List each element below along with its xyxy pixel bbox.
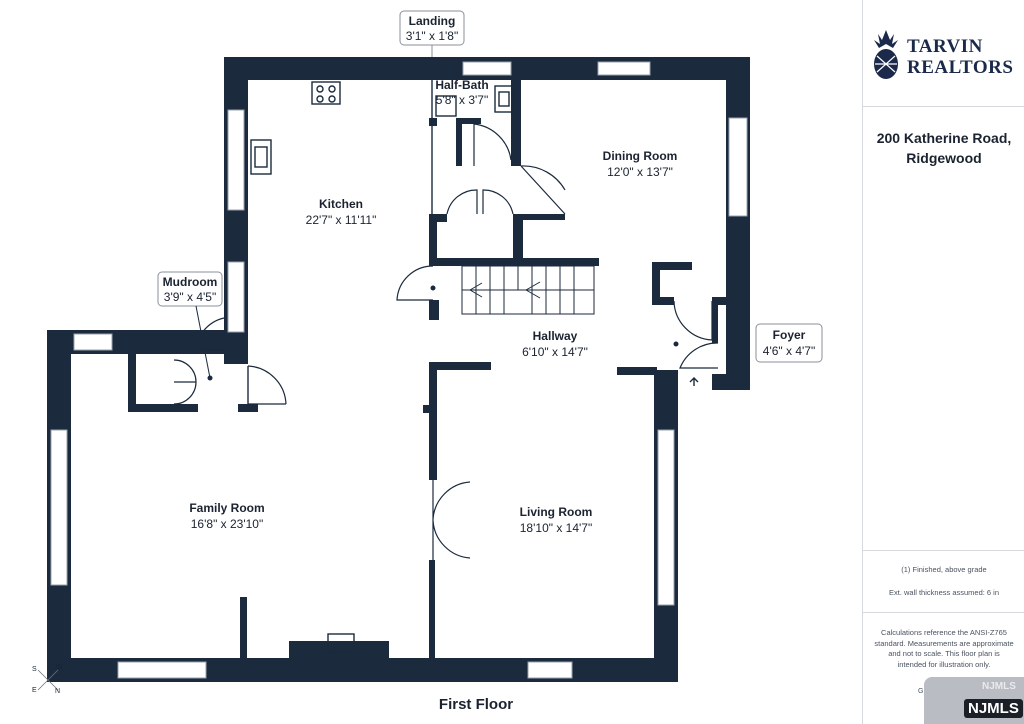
kitchen-sink-icon (250, 139, 272, 175)
entry-arrow-icon (689, 377, 699, 386)
thin-lines (247, 80, 599, 406)
toilet-icon (494, 85, 514, 113)
bath-sink-icon (435, 95, 457, 117)
brand-logo: TARVIN REALTORS (867, 26, 1023, 86)
living-room-dims: 18'10" x 14'7" (520, 521, 593, 535)
callout-landing: Landing 3'1" x 1'8" (399, 10, 465, 57)
property-address: 200 Katherine Road, Ridgewood (876, 130, 1012, 166)
family-room-name: Family Room (189, 501, 264, 515)
compass-icon: S W E N (32, 664, 63, 695)
brand-name-line1: TARVIN (907, 36, 983, 57)
family-room-dims: 16'8" x 23'10" (191, 517, 264, 531)
half-bath-dims: 5'8" x 3'7" (436, 93, 488, 107)
callout-mudroom: Mudroom 3'9" x 4'5" (157, 271, 223, 381)
mls-watermark: NJMLS NJMLS (924, 677, 1024, 724)
hallway-name: Hallway (533, 329, 578, 343)
info-sidebar: TARVIN REALTORS 200 Katherine Road, Ridg… (862, 0, 1024, 724)
foyer-dims: 4'6" x 4'7" (763, 344, 815, 358)
mudroom-dims: 3'9" x 4'5" (164, 290, 216, 304)
interior-walls (128, 80, 726, 660)
note-calculations: Calculations reference the ANSI-Z765 sta… (874, 628, 1014, 669)
half-bath-name: Half-Bath (435, 78, 488, 92)
floor-label: First Floor (439, 696, 513, 713)
brand-name-line2: REALTORS (907, 57, 1014, 78)
fixtures (250, 81, 699, 653)
svg-text:W: W (56, 664, 63, 671)
note-finished: (1) Finished, above grade (901, 565, 987, 574)
stove-icon (311, 81, 341, 105)
stairs (461, 265, 595, 315)
svg-text:E: E (32, 687, 37, 694)
fireplace-icon (327, 633, 355, 653)
watermark-badge: NJMLS (964, 699, 1023, 718)
dining-room-name: Dining Room (603, 149, 678, 163)
svg-text:S: S (32, 666, 37, 673)
living-room-name: Living Room (520, 505, 593, 519)
dining-room-dims: 12'0" x 13'7" (607, 165, 673, 179)
room-labels: Kitchen 22'7" x 11'11" Half-Bath 5'8" x … (189, 78, 677, 535)
callout-foyer: Foyer 4'6" x 4'7" (755, 323, 823, 363)
landing-dims: 3'1" x 1'8" (406, 29, 458, 43)
svg-text:N: N (55, 688, 60, 695)
kitchen-name: Kitchen (319, 197, 363, 211)
doors (173, 123, 719, 560)
hallway-dims: 6'10" x 14'7" (522, 345, 588, 359)
kitchen-dims: 22'7" x 11'11" (306, 213, 377, 227)
floor-plan: Kitchen 22'7" x 11'11" Half-Bath 5'8" x … (32, 10, 823, 713)
landing-name: Landing (409, 14, 456, 28)
pineapple-icon (874, 30, 898, 79)
note-wall-thickness: Ext. wall thickness assumed: 6 in (888, 588, 1000, 597)
mudroom-name: Mudroom (163, 275, 218, 289)
windows (50, 61, 748, 679)
foyer-name: Foyer (773, 328, 806, 342)
watermark-small: NJMLS (982, 681, 1016, 692)
